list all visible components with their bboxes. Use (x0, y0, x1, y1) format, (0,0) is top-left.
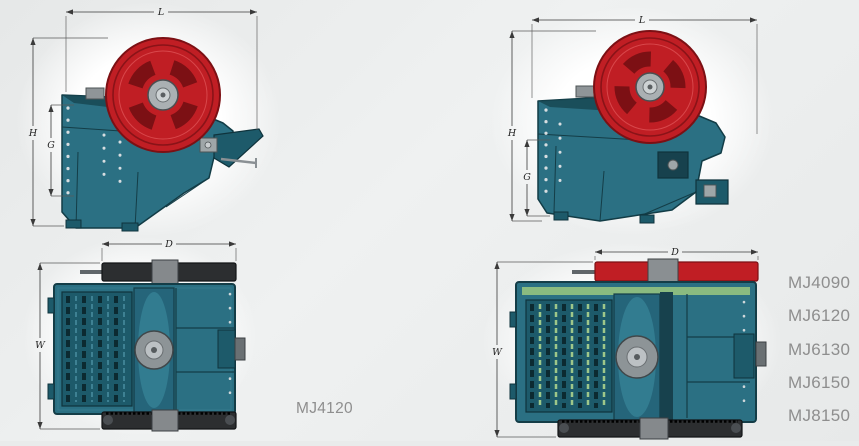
dimension-width: W (35, 262, 100, 430)
dimension-height: H (507, 30, 596, 222)
bearing-block (85, 87, 105, 100)
jaw-plates (66, 296, 125, 402)
dimension-length: L (65, 7, 258, 130)
model-caption: MJ4120 (296, 400, 353, 417)
dim-label-diameter: D (164, 239, 173, 250)
dim-label-height: H (28, 128, 38, 139)
dimension-height: H (28, 37, 108, 227)
model-list-item: MJ6150 (788, 372, 851, 392)
bearing-block (575, 85, 595, 98)
crusher-side-right (537, 30, 729, 224)
crushing-chamber (61, 291, 133, 407)
side-view-right-drawing: L H G (507, 15, 758, 224)
dim-label-length: L (157, 7, 164, 18)
dim-label-length: L (638, 15, 645, 26)
model-list-item: MJ6130 (788, 339, 851, 359)
dimension-gape: G (523, 139, 550, 217)
dim-label-gape: G (47, 140, 55, 151)
side-view-left-drawing: L H G (28, 7, 264, 232)
flywheel-icon (105, 37, 221, 153)
dimension-width: W (492, 261, 593, 438)
dim-label-width: W (492, 347, 503, 358)
panel-side-view-left: L H G (16, 2, 281, 237)
panel-side-view-right: L H G (490, 6, 775, 236)
dimension-length: L (531, 15, 758, 134)
flywheel-icon (593, 30, 707, 144)
top-view-left-drawing: D W (35, 239, 246, 432)
panel-top-view-right: D W (482, 242, 782, 441)
jaw-plates (530, 304, 606, 408)
top-view-right-drawing: D W (492, 247, 767, 440)
bearing-right (217, 329, 236, 369)
dim-label-gape: G (523, 172, 531, 183)
model-list-item: MJ8150 (788, 406, 851, 426)
dim-label-width: W (35, 340, 46, 351)
model-list-item: MJ6120 (788, 306, 851, 326)
model-list-item: MJ4090 (788, 273, 851, 292)
crusher-top-left (47, 259, 246, 432)
dimension-gape: G (47, 104, 74, 197)
bearing-right (733, 333, 755, 379)
model-list: MJ4090 MJ6120 MJ6130 MJ6150 MJ8150 (788, 266, 850, 432)
panel-top-view-left: D W (22, 236, 257, 436)
dimension-pulley-diameter: D (594, 247, 759, 260)
toggle-bracket (213, 128, 264, 168)
dimension-pulley-diameter: D (101, 239, 237, 261)
crusher-top-right (509, 258, 767, 440)
dim-label-diameter: D (670, 247, 679, 258)
crusher-side-left (61, 37, 264, 232)
dim-label-height: H (507, 128, 517, 139)
